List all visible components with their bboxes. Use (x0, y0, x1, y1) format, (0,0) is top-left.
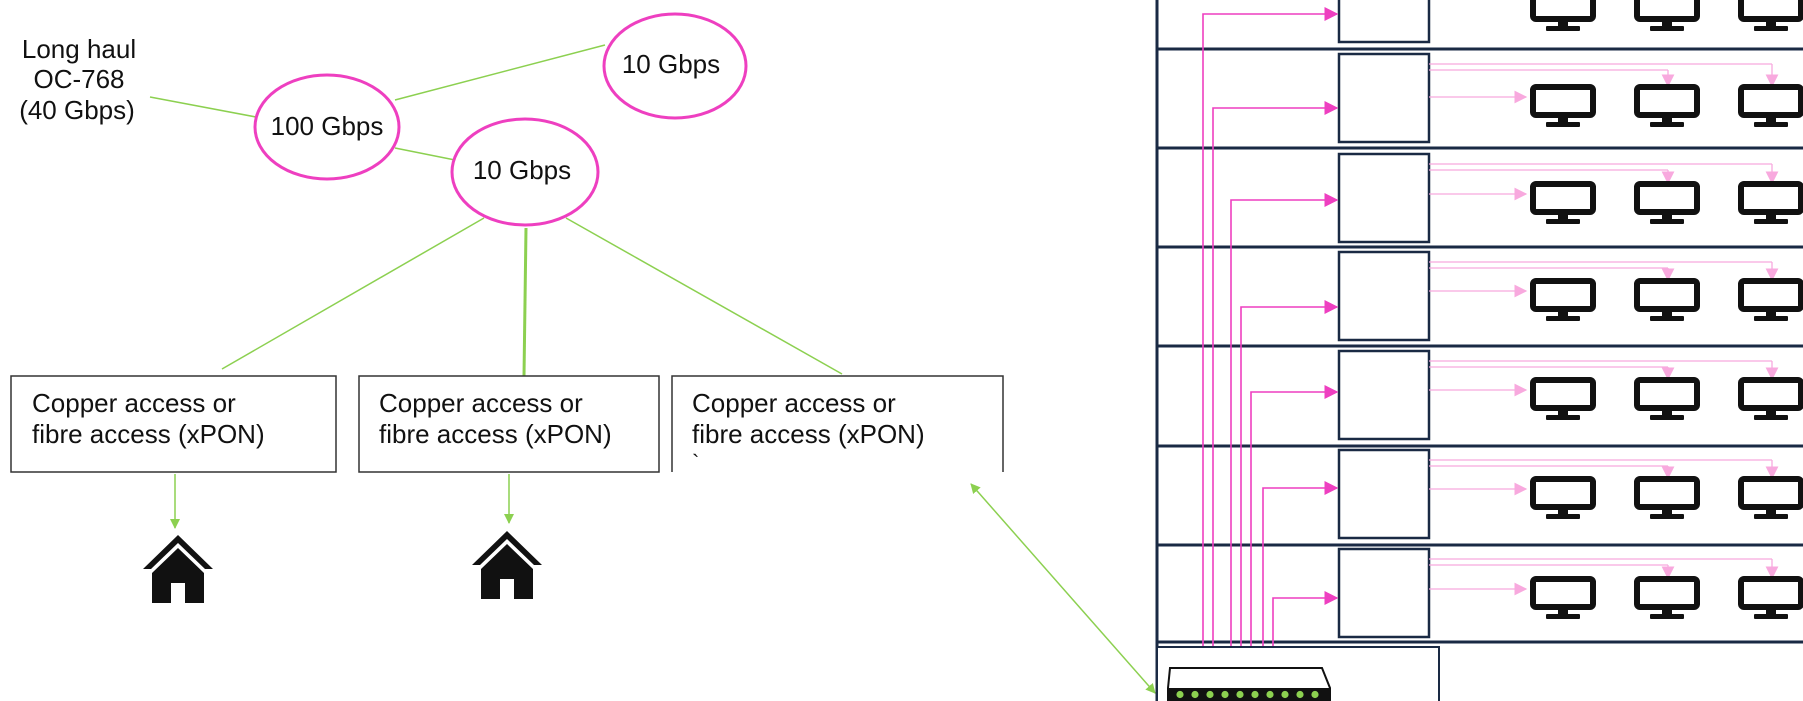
long-haul-line3: (40 Gbps) (19, 95, 135, 125)
switch-port-leds (1176, 690, 1319, 699)
core-nodes: 100 Gbps 10 Gbps 10 Gbps (253, 12, 748, 227)
switch-port-led (1221, 690, 1229, 699)
monitor-icon (1741, 87, 1801, 127)
core-node-10g-top: 10 Gbps (602, 12, 748, 120)
core-node-10g-top-label: 10 Gbps (622, 49, 720, 79)
monitor-icon (1741, 184, 1801, 224)
access-box-3-line1: Copper access or (692, 388, 896, 418)
monitor-icon (1637, 380, 1697, 420)
riser-cable (1240, 300, 1339, 666)
floor-5 (1337, 152, 1801, 244)
riser-cable (1272, 591, 1339, 666)
building-floors (1337, 0, 1801, 639)
monitor-icon (1637, 579, 1697, 619)
riser-cables (1202, 7, 1339, 666)
monitor-icon (1741, 479, 1801, 519)
access-box-2: Copper access or fibre access (xPON) (358, 375, 660, 473)
long-haul-link (149, 96, 257, 118)
riser-cable (1202, 7, 1339, 666)
agg-link-2 (522, 227, 528, 377)
house-icon (143, 535, 213, 603)
monitor-icon (1741, 579, 1801, 619)
access-box-3-line3: ` (692, 450, 699, 475)
monitor-icon (1741, 0, 1801, 31)
monitor-icon (1637, 479, 1697, 519)
floor-3 (1337, 349, 1801, 441)
building (1155, 0, 1803, 701)
premises-links (170, 474, 1156, 694)
monitor-icon (1741, 380, 1801, 420)
switch-port-led (1251, 690, 1259, 699)
floor-2 (1337, 448, 1801, 540)
long-haul-label: Long haul OC-768 (40 Gbps) (19, 34, 136, 125)
switch-port-led (1236, 690, 1244, 699)
riser-cable (1212, 101, 1339, 666)
floor-distribution-box (1337, 0, 1431, 44)
switch-port-led (1176, 690, 1184, 699)
monitor-icon (1533, 184, 1593, 224)
aggregation-node-10g: 10 Gbps (450, 117, 600, 227)
long-haul-line1: Long haul (22, 34, 136, 64)
switch-port-led (1311, 690, 1319, 699)
access-box-3: Copper access or fibre access (xPON) ` (671, 375, 1004, 475)
floor-distribution-box (1337, 250, 1431, 342)
core-link-a (394, 44, 606, 101)
floor-7 (1337, 0, 1801, 44)
core-node-100g-label: 100 Gbps (271, 111, 384, 141)
access-box-1: Copper access or fibre access (xPON) (10, 375, 337, 473)
monitor-icon (1533, 479, 1593, 519)
monitor-icon (1533, 87, 1593, 127)
monitor-icon (1637, 184, 1697, 224)
riser-cable (1262, 481, 1339, 666)
agg-link-3 (565, 217, 843, 375)
switch-port-led (1191, 690, 1199, 699)
switch-port-led (1281, 690, 1289, 699)
switch-port-led (1296, 690, 1304, 699)
monitor-icon (1533, 281, 1593, 321)
floor-distribution-box (1337, 448, 1431, 540)
house-icon (472, 531, 542, 599)
access-box-1-line2: fibre access (xPON) (32, 419, 265, 449)
monitor-icon (1533, 0, 1593, 31)
floor-distribution-box (1337, 152, 1431, 244)
floor-1 (1337, 547, 1801, 639)
floor-4 (1337, 250, 1801, 342)
switch-icon (1167, 667, 1331, 701)
agg-link-1 (221, 217, 485, 370)
monitor-icon (1741, 281, 1801, 321)
floor-distribution-box (1337, 52, 1431, 144)
access-box-2-line2: fibre access (xPON) (379, 419, 612, 449)
monitor-icon (1533, 579, 1593, 619)
aggregation-node-10g-label: 10 Gbps (473, 155, 571, 185)
core-link-b (394, 147, 456, 161)
access-box-2-line1: Copper access or (379, 388, 583, 418)
monitor-icon (1637, 87, 1697, 127)
floor-distribution-box (1337, 547, 1431, 639)
monitor-icon (1637, 281, 1697, 321)
core-node-100g: 100 Gbps (253, 73, 401, 181)
monitor-icon (1533, 380, 1593, 420)
floor-dividers (1157, 47, 1803, 644)
floor-distribution-box (1337, 349, 1431, 441)
long-haul-line2: OC-768 (33, 64, 124, 94)
access-box-3-line2: fibre access (xPON) (692, 419, 925, 449)
riser-cable (1230, 193, 1339, 666)
core-links (149, 44, 843, 377)
switch-port-led (1266, 690, 1274, 699)
enterprise-link (970, 483, 1156, 694)
access-box-1-line1: Copper access or (32, 388, 236, 418)
riser-cable (1250, 385, 1339, 666)
switch-port-led (1206, 690, 1214, 699)
floor-6 (1337, 52, 1801, 144)
monitor-icon (1637, 0, 1697, 31)
